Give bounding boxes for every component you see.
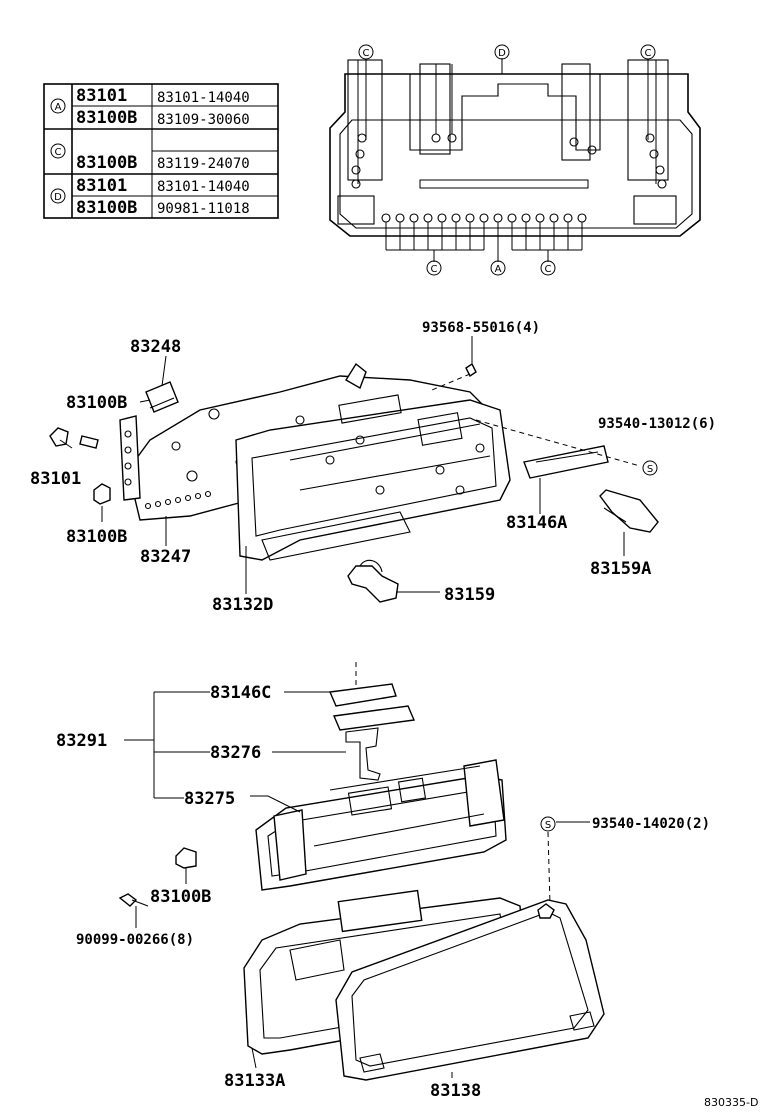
label-83291: 83291 xyxy=(56,731,107,751)
marker-c-bottom-right: C xyxy=(545,264,552,275)
circuit-plate-assembly xyxy=(49,362,659,603)
rear-view-drawing: C D C C A C xyxy=(329,44,701,276)
label-93568-55016: 93568-55016(4) xyxy=(422,320,540,336)
marker-c-right: C xyxy=(645,48,652,59)
label-83248: 83248 xyxy=(130,337,181,357)
label-83275: 83275 xyxy=(184,789,235,809)
label-93540-14020: 93540-14020(2) xyxy=(592,816,710,832)
table-code-d: D xyxy=(54,192,62,203)
part-labels: 83248 93568-55016(4) 83100B 93540-13012(… xyxy=(30,320,758,1109)
table-code-c: C xyxy=(55,147,62,158)
marker-c-left: C xyxy=(363,48,370,59)
table-main-5: 83100B xyxy=(76,198,137,218)
table-main-1: 83101 xyxy=(76,86,127,106)
meter-housing-assembly xyxy=(118,683,605,1081)
label-83100b-2: 83100B xyxy=(66,527,127,547)
label-83101: 83101 xyxy=(30,469,81,489)
table-main-4: 83101 xyxy=(76,176,127,196)
marker-d-top: D xyxy=(498,48,506,59)
table-sub-2: 83109-30060 xyxy=(157,112,250,128)
s-mark-2: S xyxy=(545,820,551,831)
part-number-table: A C D 83101 83100B 83100B 83101 83100B 8… xyxy=(43,83,279,219)
table-code-a: A xyxy=(55,102,62,113)
label-83159: 83159 xyxy=(444,585,495,605)
table-sub-1: 83101-14040 xyxy=(157,90,250,106)
table-sub-3: 83119-24070 xyxy=(157,156,250,172)
s-mark-1: S xyxy=(647,464,653,475)
label-83159a: 83159A xyxy=(590,559,651,579)
diagram-reference-code: 830335-D xyxy=(704,1096,758,1109)
label-83132d: 83132D xyxy=(212,595,273,615)
label-93540-13012: 93540-13012(6) xyxy=(598,416,716,432)
label-83100b-1: 83100B xyxy=(66,393,127,413)
label-83146c: 83146C xyxy=(210,683,271,703)
label-83247: 83247 xyxy=(140,547,191,567)
marker-c-bottom-left: C xyxy=(431,264,438,275)
table-main-2: 83100B xyxy=(76,108,137,128)
table-main-3: 83100B xyxy=(76,153,137,173)
label-83100b-3: 83100B xyxy=(150,887,211,907)
label-83146a: 83146A xyxy=(506,513,567,533)
label-83138: 83138 xyxy=(430,1081,481,1101)
label-90099-00266: 90099-00266(8) xyxy=(76,932,194,948)
table-sub-4: 83101-14040 xyxy=(157,179,250,195)
label-83276: 83276 xyxy=(210,743,261,763)
marker-a-bottom: A xyxy=(495,264,502,275)
table-sub-5: 90981-11018 xyxy=(157,201,250,217)
label-83133a: 83133A xyxy=(224,1071,285,1091)
leader-lines xyxy=(59,336,641,1078)
